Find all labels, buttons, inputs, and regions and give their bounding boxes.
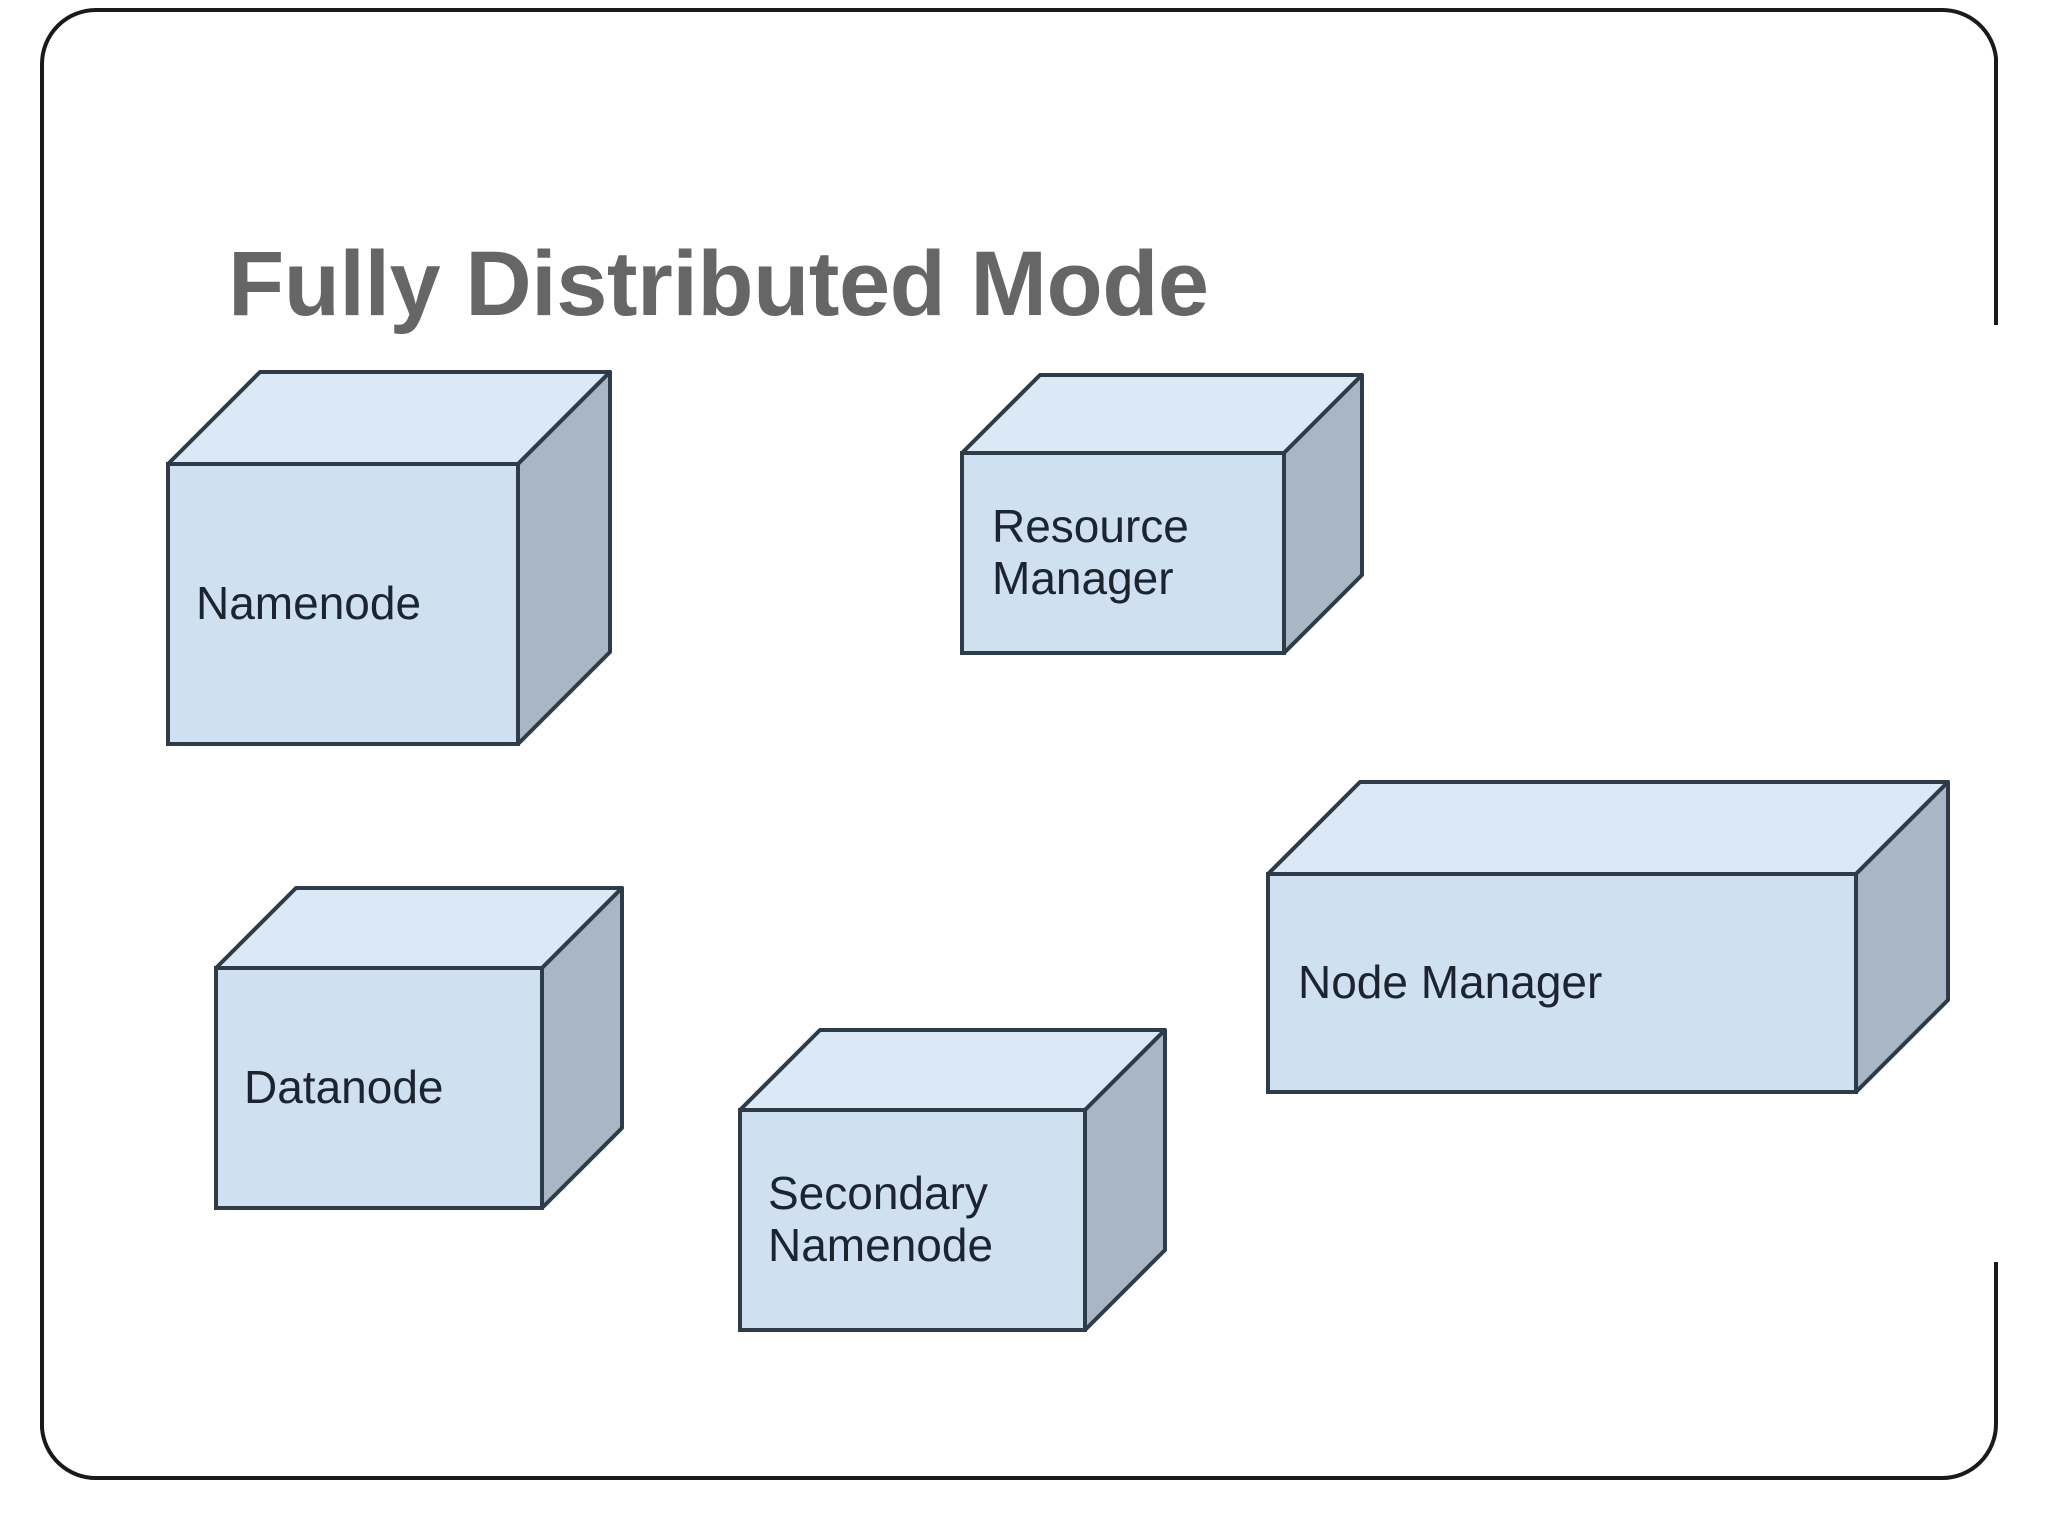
namenode-cube-shape [166, 370, 612, 746]
resource-manager-cube-shape [960, 373, 1364, 655]
page-title: Fully Distributed Mode [228, 232, 1209, 335]
secondary-namenode-cube-shape [738, 1028, 1167, 1332]
node-manager-cube-shape [1266, 780, 1950, 1094]
datanode-cube-shape [214, 886, 624, 1210]
